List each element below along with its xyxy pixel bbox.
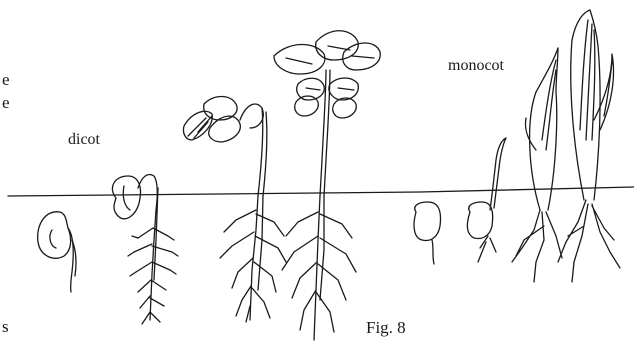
- monocot-label: monocot: [448, 58, 504, 74]
- dicot-seedling-stage-4: [274, 31, 380, 340]
- dicot-label: dicot: [68, 132, 100, 148]
- edge-text-fragment-3: s: [2, 318, 9, 335]
- dicot-seedling-stage-1: [38, 212, 76, 292]
- dicot-seedling-stage-3: [183, 97, 286, 323]
- edge-text-fragment-2: e: [2, 94, 10, 111]
- dicot-seedling-stage-2: [112, 175, 178, 325]
- monocot-seedling-stage-2: [467, 138, 506, 262]
- figure-caption: Fig. 8: [366, 319, 406, 336]
- monocot-seedling-stage-3: [512, 48, 562, 282]
- monocot-seedling-stage-1: [414, 202, 441, 264]
- edge-text-fragment-1: e: [2, 71, 10, 88]
- monocot-seedling-stage-4: [558, 10, 620, 282]
